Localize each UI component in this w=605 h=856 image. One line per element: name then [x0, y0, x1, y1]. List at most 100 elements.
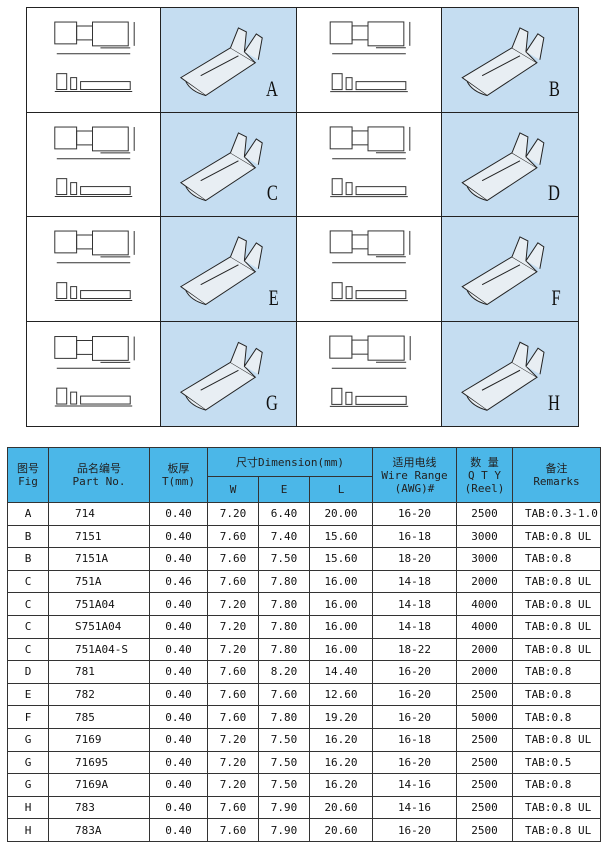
cell-wire-range: 16-18 [372, 727, 457, 752]
cell-w: 7.60 [207, 569, 259, 594]
header-qty-unit: (Reel) [464, 481, 505, 495]
cell-thickness: 0.40 [149, 727, 208, 752]
cell-qty: 2500 [456, 773, 513, 797]
cell-l: 15.60 [309, 524, 373, 549]
cell-e: 8.20 [258, 660, 310, 684]
cell-qty: 2000 [456, 569, 513, 594]
cell-remarks: TAB:0.8 UL [512, 614, 601, 639]
figure-photo-h: H [442, 321, 578, 426]
header-fig-cn: 图号 [17, 462, 39, 475]
cell-part-no: 785 [48, 705, 150, 729]
cell-qty: 5000 [456, 705, 513, 729]
cell-e: 7.40 [258, 524, 310, 549]
cell-fig: D [7, 660, 49, 684]
cell-part-no: 783 [48, 795, 150, 820]
terminal-photo [179, 131, 263, 201]
cell-e: 6.40 [258, 502, 310, 526]
cell-fig: C [7, 569, 49, 594]
cell-l: 16.20 [309, 750, 373, 775]
terminal-photo [461, 131, 545, 201]
cell-wire-range: 14-18 [372, 592, 457, 616]
terminal-photo [179, 27, 263, 97]
cell-part-no: 782 [48, 682, 150, 707]
figure-photo-e: E [161, 217, 297, 322]
cell-qty: 2500 [456, 818, 513, 842]
cell-e: 7.60 [258, 682, 310, 707]
technical-drawing [54, 126, 135, 197]
figure-photo-a: A [161, 8, 297, 113]
technical-drawing [329, 125, 411, 197]
cell-part-no: 714 [48, 502, 150, 526]
cell-fig: H [7, 795, 49, 820]
cell-fig: C [7, 637, 49, 662]
cell-w: 7.20 [207, 750, 259, 775]
header-w: W [207, 476, 259, 503]
cell-wire-range: 16-20 [372, 660, 457, 684]
cell-w: 7.20 [207, 592, 259, 616]
cell-fig: G [7, 773, 49, 797]
cell-thickness: 0.40 [149, 773, 208, 797]
cell-wire-range: 16-20 [372, 705, 457, 729]
cell-part-no: 781 [48, 660, 150, 684]
cell-e: 7.50 [258, 773, 310, 797]
cell-remarks: TAB:0.8 UL [512, 795, 601, 820]
cell-remarks: TAB:0.8 UL [512, 637, 601, 662]
header-fig-en: Fig [18, 475, 38, 488]
cell-e: 7.80 [258, 705, 310, 729]
figure-photo-g: G [161, 321, 297, 426]
cell-fig: C [7, 614, 49, 639]
cell-wire-range: 16-20 [372, 502, 457, 526]
cell-fig: F [7, 705, 49, 729]
terminal-photo [461, 341, 545, 411]
cell-wire-range: 16-20 [372, 818, 457, 842]
figure-drawing-a [27, 8, 161, 113]
cell-w: 7.60 [207, 795, 259, 820]
header-rem-en: Remarks [533, 475, 580, 488]
cell-l: 12.60 [309, 682, 373, 707]
header-qty-en: Q T Y [467, 468, 502, 482]
cell-w: 7.60 [207, 660, 259, 684]
cell-remarks: TAB:0.8 [512, 773, 601, 797]
cell-thickness: 0.40 [149, 502, 208, 526]
figure-letter: D [548, 180, 561, 205]
cell-thickness: 0.46 [149, 569, 208, 594]
terminal-photo [179, 341, 263, 411]
cell-fig: H [7, 818, 49, 842]
cell-w: 7.20 [207, 727, 259, 752]
header-qty-cn: 数 量 [470, 455, 499, 469]
cell-qty: 2500 [456, 795, 513, 820]
figure-drawing-c [27, 112, 161, 217]
cell-wire-range: 18-22 [372, 637, 457, 662]
figure-letter: A [266, 75, 279, 101]
technical-drawing [329, 335, 411, 407]
cell-e: 7.80 [258, 592, 310, 616]
cell-remarks: TAB:0.8 [512, 660, 601, 684]
cell-part-no: 783A [48, 818, 150, 842]
cell-part-no: 7151 [48, 524, 150, 549]
cell-part-no: 7151A [48, 547, 150, 571]
cell-l: 16.20 [309, 727, 373, 752]
cell-remarks: TAB:0.8 [512, 547, 601, 571]
cell-qty: 2500 [456, 750, 513, 775]
cell-wire-range: 18-20 [372, 547, 457, 571]
cell-part-no: 751A04-S [48, 637, 150, 662]
cell-l: 19.20 [309, 705, 373, 729]
cell-w: 7.60 [207, 547, 259, 571]
cell-qty: 2500 [456, 682, 513, 707]
cell-thickness: 0.40 [149, 547, 208, 571]
figure-drawing-b [297, 8, 442, 113]
cell-w: 7.20 [207, 637, 259, 662]
cell-w: 7.20 [207, 614, 259, 639]
figure-photo-b: B [442, 8, 578, 113]
